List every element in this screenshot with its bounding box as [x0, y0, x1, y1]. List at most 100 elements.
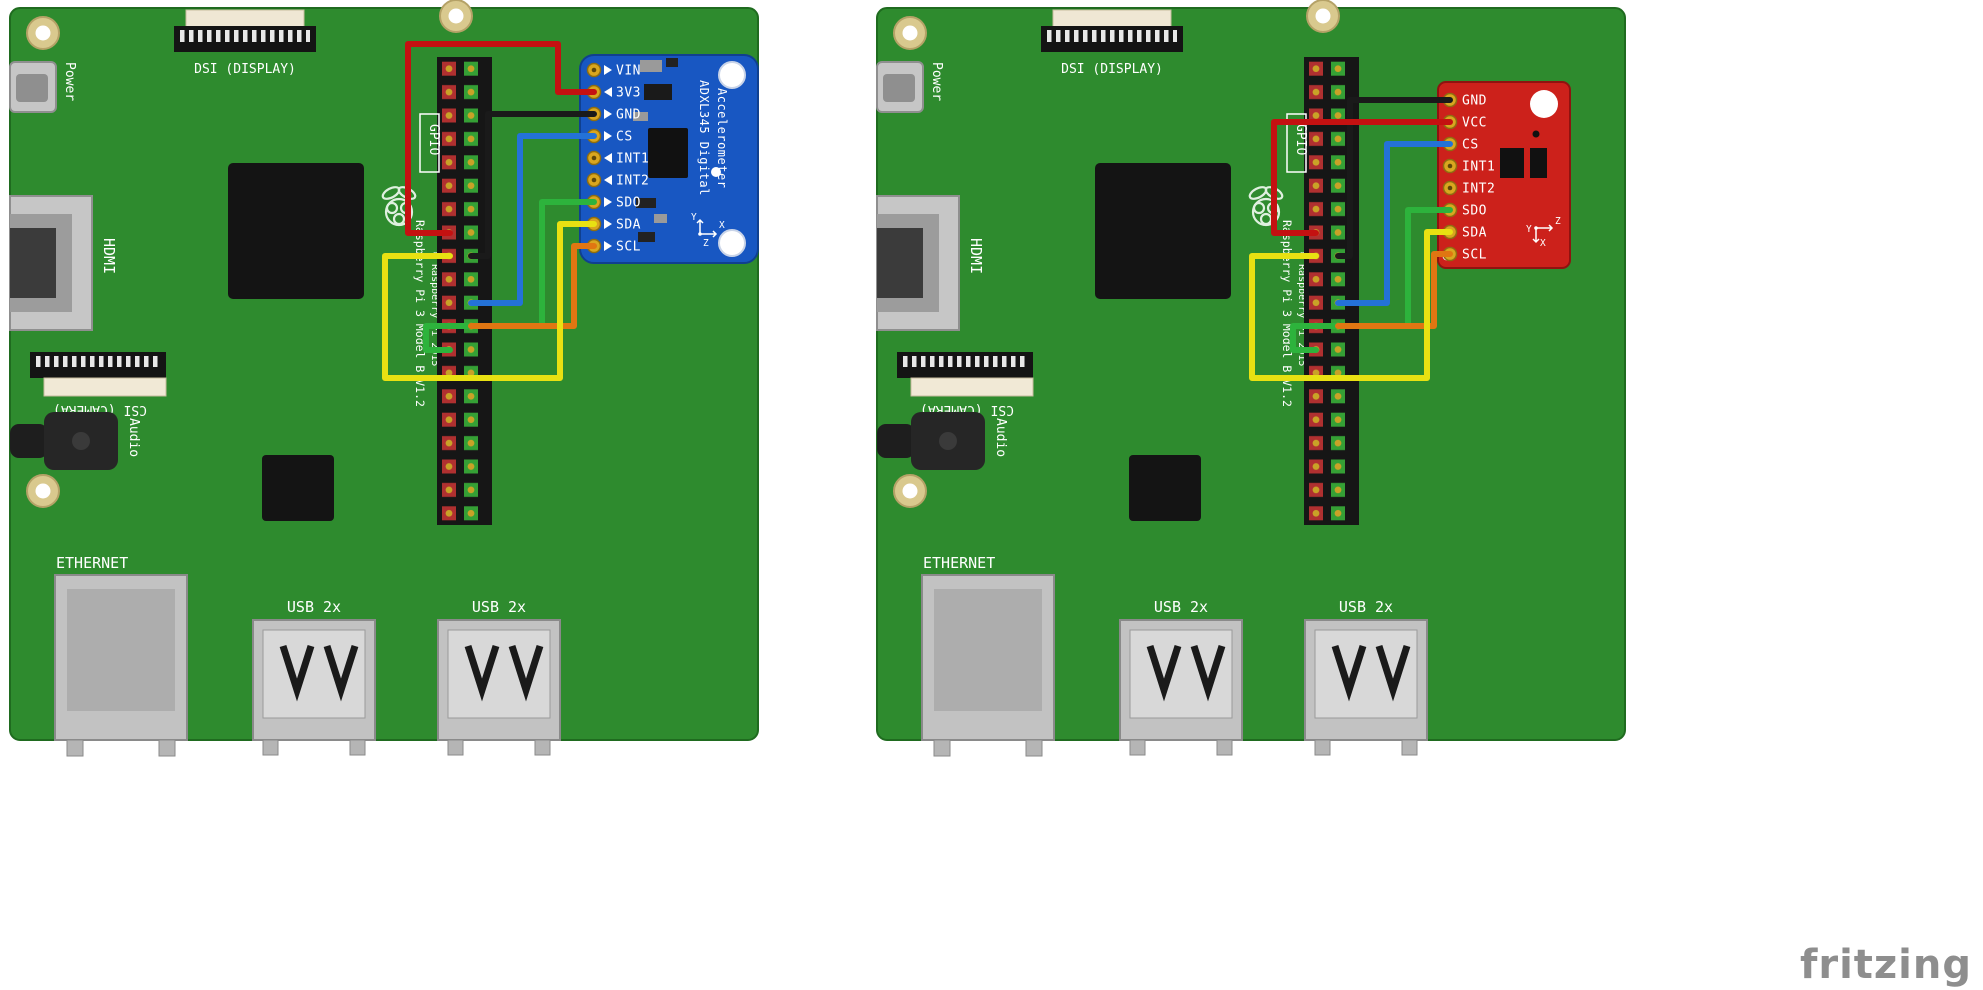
svg-text:GPIO: GPIO: [426, 124, 441, 155]
dsi-connector: [1041, 9, 1183, 52]
svg-text:Y: Y: [1526, 224, 1532, 235]
soc-chip: [1095, 163, 1231, 299]
mounting-hole: [893, 474, 927, 508]
csi-connector: [30, 352, 167, 397]
hdmi-connector: [9, 195, 93, 331]
wire-black-gnd: [1335, 97, 1453, 259]
ethernet-port: [54, 574, 188, 757]
wire-yellow-sda: [382, 221, 597, 381]
mounting-hole: [718, 61, 746, 89]
svg-text:3V3: 3V3: [616, 86, 641, 101]
svg-text:SDO: SDO: [616, 196, 641, 211]
pin-arrow-icon: [604, 65, 612, 75]
audio-label: Audio: [993, 418, 1008, 457]
soc-chip: [228, 163, 364, 299]
wires-right: [1249, 97, 1453, 381]
svg-text:Z: Z: [703, 238, 709, 249]
hdmi-connector: [876, 195, 960, 331]
hdmi-label: HDMI: [100, 238, 118, 274]
mounting-hole: [26, 474, 60, 508]
adxl345-module-blue: ADXL345 Digital Accelerometer X Y Z VIN …: [579, 54, 759, 264]
power-label: Power: [929, 62, 944, 101]
csi-connector: [897, 352, 1034, 397]
pin-arrow-icon: [604, 109, 612, 119]
module-title-line1: ADXL345 Digital: [697, 80, 711, 196]
svg-text:INT2: INT2: [616, 174, 649, 189]
audio-jack: [877, 412, 985, 470]
copyright-label: © Raspberry Pi 2015: [429, 252, 440, 366]
pin-arrow-icon: [604, 219, 612, 229]
pin-arrow-icon: [604, 197, 612, 207]
svg-text:SCL: SCL: [1462, 248, 1487, 263]
secondary-chip: [262, 455, 334, 521]
axis-indicator: Z Y X: [1526, 216, 1561, 249]
dsi-label: DSI (DISPLAY): [194, 62, 296, 77]
audio-jack: [10, 412, 118, 470]
usb-port: [1119, 619, 1243, 756]
wire-black-gnd: [468, 111, 597, 259]
dsi-connector: [174, 9, 316, 52]
wire-blue-cs: [1335, 141, 1453, 306]
svg-text:VIN: VIN: [616, 64, 641, 79]
svg-text:VCC: VCC: [1462, 116, 1487, 131]
svg-text:SDO: SDO: [1462, 204, 1487, 219]
svg-text:CS: CS: [1462, 138, 1479, 153]
svg-text:CS: CS: [616, 130, 633, 145]
usb-right-label: USB 2x: [1339, 598, 1393, 616]
power-connector: [876, 61, 924, 113]
usb-port: [1304, 619, 1428, 756]
svg-text:SDA: SDA: [616, 218, 641, 233]
wires-left: [382, 41, 597, 381]
gpio-header: [437, 57, 492, 525]
pin-arrow-icon: [604, 241, 612, 251]
mounting-hole: [26, 16, 60, 50]
ethernet-label: ETHERNET: [56, 554, 128, 572]
adxl345-module-red: Z Y X GND VCC CS INT1 INT2 SDO SDA SCL: [1437, 81, 1571, 269]
mounting-hole: [718, 229, 746, 257]
svg-text:GPIO: GPIO: [1293, 124, 1308, 155]
ethernet-label: ETHERNET: [923, 554, 995, 572]
model-label: Raspberry Pi 3 Model B V1.2: [1280, 220, 1294, 407]
usb-left-label: USB 2x: [1154, 598, 1208, 616]
secondary-chip: [1129, 455, 1201, 521]
pin-arrow-icon: [604, 131, 612, 141]
dsi-label: DSI (DISPLAY): [1061, 62, 1163, 77]
module-components: [633, 58, 721, 242]
hdmi-label: HDMI: [967, 238, 985, 274]
svg-text:X: X: [719, 220, 725, 231]
module-components: [1500, 130, 1547, 178]
svg-text:INT1: INT1: [1462, 160, 1495, 175]
wire-red-3v3: [405, 41, 597, 236]
pin-arrow-icon: [604, 153, 612, 163]
gpio-label: GPIO: [419, 113, 441, 173]
pin-arrow-icon: [604, 175, 612, 185]
power-connector: [9, 61, 57, 113]
wire-yellow-sda: [1249, 229, 1453, 381]
usb-port: [252, 619, 376, 756]
usb-right-label: USB 2x: [472, 598, 526, 616]
model-label: Raspberry Pi 3 Model B V1.2: [413, 220, 427, 407]
svg-text:INT1: INT1: [616, 152, 649, 167]
svg-text:INT2: INT2: [1462, 182, 1495, 197]
gpio-label: GPIO: [1286, 113, 1308, 173]
svg-text:GND: GND: [616, 108, 641, 123]
svg-text:SCL: SCL: [616, 240, 641, 255]
wire-blue-cs: [468, 133, 597, 306]
axis-indicator: X Y Z: [691, 212, 725, 249]
usb-port: [437, 619, 561, 756]
mounting-hole: [893, 16, 927, 50]
power-label: Power: [62, 62, 77, 101]
mounting-hole: [1306, 0, 1340, 33]
svg-text:Z: Z: [1555, 216, 1561, 227]
wire-red-vcc: [1271, 119, 1453, 236]
module-title-line2: Accelerometer: [715, 88, 729, 188]
audio-label: Audio: [126, 418, 141, 457]
fritzing-watermark: fritzing: [1800, 942, 1972, 988]
ethernet-port: [921, 574, 1055, 757]
mounting-hole: [439, 0, 473, 33]
usb-left-label: USB 2x: [287, 598, 341, 616]
mounting-hole: [1530, 90, 1558, 118]
svg-text:SDA: SDA: [1462, 226, 1487, 241]
pin-arrow-icon: [604, 87, 612, 97]
